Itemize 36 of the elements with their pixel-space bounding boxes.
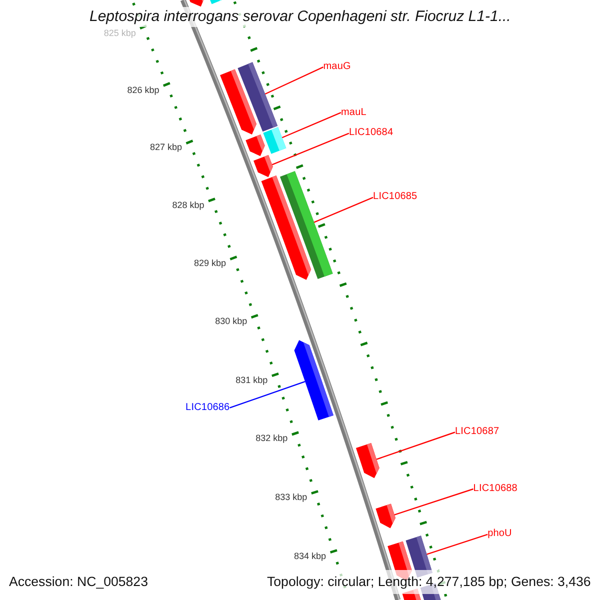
leader-line	[230, 380, 306, 408]
gene-label: mauG	[323, 61, 351, 74]
pointed-gene-block	[220, 69, 256, 134]
leader-line	[264, 66, 324, 95]
gene-label: LIC10687	[454, 426, 500, 438]
scale-label: 832 kbp	[256, 433, 288, 444]
pointed-gene-block	[376, 504, 396, 528]
gene-block	[263, 127, 286, 154]
pointed-gene-block	[246, 134, 265, 156]
scale-label: 831 kbp	[236, 374, 268, 385]
pointed-gene-block	[189, 0, 204, 7]
scale-label: 825 kbp	[104, 28, 136, 38]
scale-label: 829 kbp	[194, 258, 226, 268]
leader-line	[282, 112, 342, 138]
gene-label: LIC10684	[348, 127, 394, 140]
pointed-gene-block	[294, 340, 334, 420]
pointed-gene-block	[254, 154, 273, 178]
scale-label: 828 kbp	[172, 200, 204, 210]
gene-label: LIC10685	[373, 191, 418, 204]
gene-block	[210, 0, 222, 4]
leader-line	[394, 488, 474, 516]
scale-label: 834 kbp	[294, 551, 326, 562]
leader-line	[272, 132, 350, 166]
scale-label: 826 kbp	[127, 84, 160, 95]
gene-label: LIC10688	[473, 483, 518, 495]
scale-label: 830 kbp	[215, 316, 248, 326]
leader-line	[314, 196, 374, 223]
scale-label: 833 kbp	[275, 492, 308, 502]
gene-label: mauL	[341, 106, 366, 119]
gene-label: phoU	[488, 528, 512, 540]
leader-line	[376, 432, 456, 460]
scale-label: 827 kbp	[150, 142, 182, 152]
gene-label: LIC10686	[186, 402, 230, 414]
leader-line	[426, 534, 488, 555]
gene-block	[280, 171, 333, 280]
pointed-gene-block	[356, 442, 380, 478]
